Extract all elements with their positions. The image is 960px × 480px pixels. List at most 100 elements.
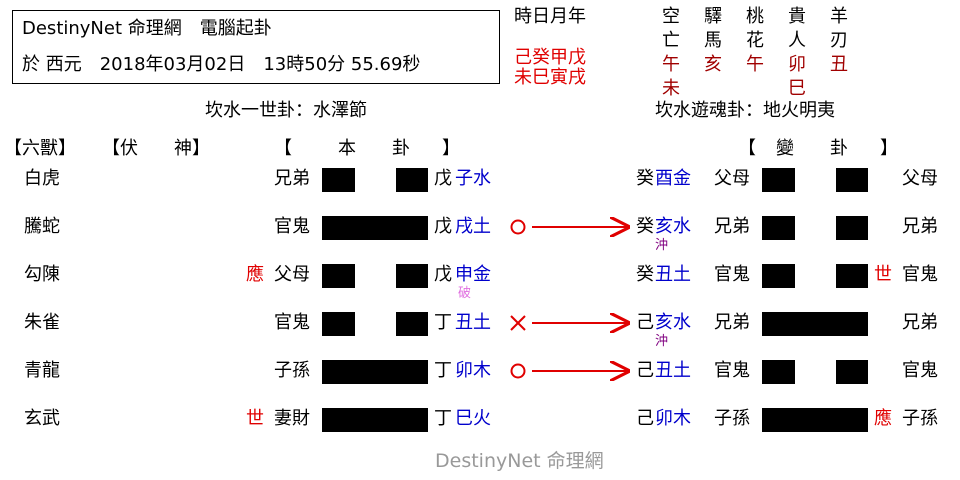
- ben-branch: 戌土: [455, 216, 491, 237]
- yang-line: [322, 360, 428, 384]
- six-relative: 官鬼: [274, 216, 310, 237]
- bian-relative-right: 子孫: [902, 408, 938, 429]
- yin-line-right: [836, 216, 868, 240]
- watermark: DestinyNet 命理網: [435, 450, 604, 472]
- yang-line: [322, 216, 428, 240]
- shensha-value: 丑: [830, 54, 848, 75]
- six-beast: 勾陳: [24, 264, 60, 285]
- bian-stem: 己: [636, 312, 654, 333]
- ben-stem: 丁: [434, 360, 452, 381]
- bian-branch: 亥水: [655, 312, 691, 333]
- shensha-value: 亥: [704, 54, 722, 75]
- six-relative: 子孫: [274, 360, 310, 381]
- yang-line: [762, 312, 868, 336]
- header-title: DestinyNet 命理網 電腦起卦: [22, 18, 272, 39]
- bian-relative-right: 兄弟: [902, 312, 938, 333]
- shensha-name-top: 羊: [830, 6, 848, 27]
- header-datetime: 於 西元 2018年03月02日 13時50分 55.69秒: [22, 54, 421, 75]
- bian-relative-right: 官鬼: [902, 264, 938, 285]
- bian-stem: 己: [636, 360, 654, 381]
- ben-branch: 丑土: [455, 312, 491, 333]
- six-beast: 玄武: [24, 408, 60, 429]
- yin-line-right: [836, 264, 868, 288]
- bian-stem: 癸: [636, 216, 654, 237]
- yin-line-left: [322, 168, 355, 192]
- shensha-name-bottom: 花: [746, 30, 764, 51]
- ben-stem: 丁: [434, 408, 452, 429]
- col-header-bian-close: 】: [880, 138, 898, 159]
- yang-line: [322, 408, 428, 432]
- yin-line-right: [396, 168, 428, 192]
- yin-line-left: [322, 312, 355, 336]
- ben-stem: 戊: [434, 168, 452, 189]
- shi-ying-marker: 世: [246, 408, 264, 429]
- ben-stem: 戊: [434, 264, 452, 285]
- bian-branch: 卯木: [655, 408, 691, 429]
- six-beast: 騰蛇: [24, 216, 60, 237]
- shensha-name-bottom: 人: [788, 30, 806, 51]
- header-box: [12, 10, 500, 84]
- bian-relative: 子孫: [714, 408, 750, 429]
- moving-yang-circle: [510, 219, 526, 235]
- shensha-value: 卯: [788, 54, 806, 75]
- yin-line-left: [762, 360, 795, 384]
- shensha-name-top: 桃: [746, 6, 764, 27]
- shensha-name-top: 空: [662, 6, 680, 27]
- six-beast: 白虎: [24, 168, 60, 189]
- col-header-ben-close: 】: [442, 138, 460, 159]
- shensha-name-bottom: 亡: [662, 30, 680, 51]
- col-header-bian: 變 卦: [776, 138, 848, 159]
- bian-gua-title: 坎水遊魂卦：地火明夷: [655, 100, 835, 121]
- six-relative: 妻財: [274, 408, 310, 429]
- col-header-fushen: 【伏 神】: [102, 138, 210, 159]
- shi-ying-marker: 應: [246, 264, 264, 285]
- yin-line-right: [836, 360, 868, 384]
- bian-branch: 丑土: [655, 264, 691, 285]
- shensha-name-top: 貴: [788, 6, 806, 27]
- bian-relative: 兄弟: [714, 216, 750, 237]
- bian-relative-right: 兄弟: [902, 216, 938, 237]
- col-header-ben: 本 卦: [338, 138, 410, 159]
- six-beast: 青龍: [24, 360, 60, 381]
- col-header-liushou: 【六獸】: [4, 138, 76, 159]
- bian-relative: 官鬼: [714, 264, 750, 285]
- pillars-branches: 未巳寅戌: [514, 67, 586, 88]
- bian-sub-note: 沖: [655, 334, 669, 349]
- moving-yang-circle: [510, 363, 526, 379]
- six-beast: 朱雀: [24, 312, 60, 333]
- ben-branch: 卯木: [455, 360, 491, 381]
- shensha-name-bottom: 馬: [704, 30, 722, 51]
- bian-relative-right: 父母: [902, 168, 938, 189]
- yin-line-left: [322, 264, 355, 288]
- ben-gua-title: 坎水一世卦：水澤節: [205, 100, 367, 121]
- bian-branch: 丑土: [655, 360, 691, 381]
- bian-sub-note: 沖: [655, 238, 669, 253]
- shensha-value: 午: [746, 54, 764, 75]
- bian-branch: 亥水: [655, 216, 691, 237]
- yin-line-right: [396, 264, 428, 288]
- yin-line-left: [762, 264, 795, 288]
- six-relative: 父母: [274, 264, 310, 285]
- ben-branch: 子水: [455, 168, 491, 189]
- yin-line-right: [396, 312, 428, 336]
- yin-line-right: [836, 168, 868, 192]
- ben-stem: 戊: [434, 216, 452, 237]
- shensha-value-2: 未: [662, 78, 680, 99]
- bian-stem: 癸: [636, 264, 654, 285]
- shensha-value: 午: [662, 54, 680, 75]
- shensha-name-bottom: 刃: [830, 30, 848, 51]
- bian-shi-ying-marker: 世: [874, 264, 892, 285]
- yin-line-left: [762, 168, 795, 192]
- bian-relative: 兄弟: [714, 312, 750, 333]
- col-header-ben-open: 【: [274, 138, 292, 159]
- col-header-bian-open: 【: [738, 138, 756, 159]
- ben-sub-note: 破: [458, 286, 472, 301]
- bian-stem: 癸: [636, 168, 654, 189]
- six-relative: 官鬼: [274, 312, 310, 333]
- bian-relative: 官鬼: [714, 360, 750, 381]
- shensha-name-top: 驛: [704, 6, 722, 27]
- ben-branch: 巳火: [455, 408, 491, 429]
- yang-line: [762, 408, 868, 432]
- bian-shi-ying-marker: 應: [874, 408, 892, 429]
